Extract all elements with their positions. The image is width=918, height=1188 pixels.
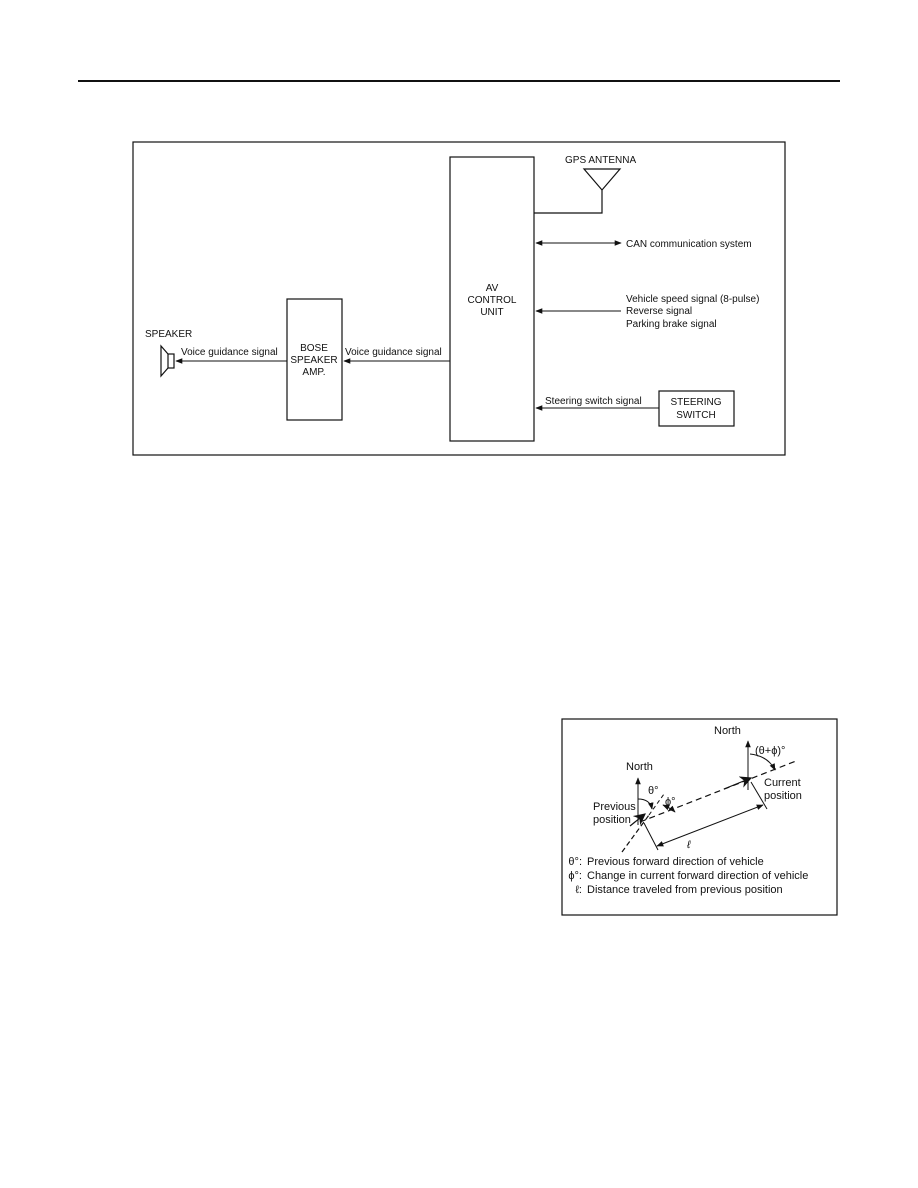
speaker-label: SPEAKER — [145, 329, 192, 340]
current-position-label-2: position — [764, 790, 802, 802]
distance-extension-right — [750, 781, 768, 810]
bose-amp-label-3: AMP. — [302, 367, 325, 378]
legend-symbol-theta: θ°: — [568, 856, 582, 868]
theta-label: θ° — [648, 785, 659, 797]
av-unit-label-3: UNIT — [480, 307, 503, 318]
previous-position-label-1: Previous — [593, 801, 636, 813]
bose-amp-label-1: BOSE — [300, 343, 328, 354]
legend-symbol-phi: ϕ°: — [568, 870, 582, 882]
bose-amp-box — [286, 298, 343, 421]
direction-legend: θ°: Previous forward direction of vehicl… — [568, 856, 808, 896]
current-heading-arrowhead — [723, 776, 753, 790]
steering-switch-label-2: SWITCH — [676, 410, 715, 421]
bose-amp-label-2: SPEAKER — [290, 355, 337, 366]
system-block-diagram: AV CONTROL UNIT GPS ANTENNA CAN communic… — [132, 141, 786, 456]
voice-to-speaker-label: Voice guidance signal — [181, 347, 278, 358]
diagram-frame — [132, 141, 786, 456]
previous-heading-line-upper — [648, 793, 665, 816]
header-rule — [78, 80, 840, 82]
sum-angle-arc — [749, 753, 776, 771]
voice-to-amp-label: Voice guidance signal — [345, 347, 442, 358]
av-unit-label-1: AV — [486, 283, 499, 294]
phi-label: ϕ° — [665, 796, 676, 808]
travel-path-dashed — [639, 760, 797, 823]
previous-heading-arrowhead — [629, 813, 646, 827]
can-label: CAN communication system — [626, 239, 752, 250]
theta-arc — [637, 798, 654, 810]
north-label-previous: North — [626, 761, 653, 773]
legend-text-theta: Previous forward direction of vehicle — [587, 856, 764, 868]
av-unit-label-2: CONTROL — [468, 295, 517, 306]
gps-antenna-icon — [582, 168, 622, 191]
steering-signal-label: Steering switch signal — [545, 396, 642, 407]
north-label-current: North — [714, 725, 741, 737]
speaker-icon — [160, 344, 175, 378]
previous-position-label-2: position — [593, 814, 631, 826]
legend-text-distance: Distance traveled from previous position — [587, 884, 783, 896]
gps-antenna-label: GPS ANTENNA — [565, 155, 636, 166]
vehicle-speed-label: Vehicle speed signal (8-pulse) — [626, 294, 759, 305]
reverse-signal-label: Reverse signal — [626, 306, 692, 317]
gps-antenna-line — [534, 190, 603, 214]
direction-diagram: North North θ° ϕ° (θ+ϕ)° Previous positi… — [561, 718, 838, 916]
steering-switch-label-1: STEERING — [670, 397, 721, 408]
parking-brake-label: Parking brake signal — [626, 319, 717, 330]
distance-extension-left — [643, 822, 659, 851]
legend-symbol-distance: ℓ: — [575, 884, 582, 896]
av-control-unit-box — [449, 156, 535, 442]
distance-label: ℓ — [686, 839, 691, 851]
legend-text-phi: Change in current forward direction of v… — [587, 870, 808, 882]
distance-dimension-line — [656, 804, 764, 847]
current-position-label-1: Current — [764, 777, 801, 789]
sum-angle-label: (θ+ϕ)° — [755, 745, 785, 757]
direction-frame — [561, 718, 838, 916]
